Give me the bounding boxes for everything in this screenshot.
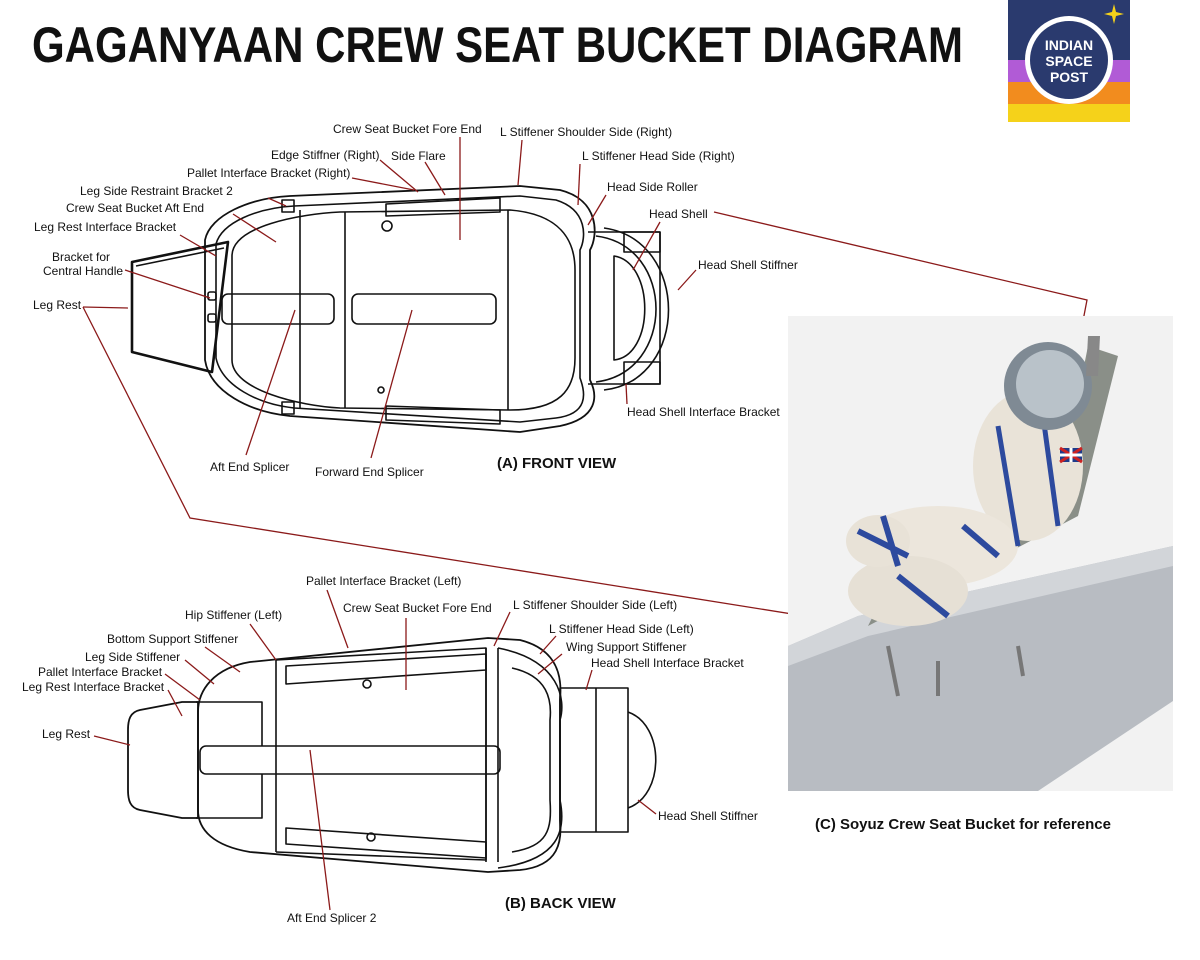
label-front-aft-end: Crew Seat Bucket Aft End — [66, 201, 205, 215]
label-pallet-interface-bracket: Pallet Interface Bracket — [38, 665, 163, 679]
label-side-flare: Side Flare — [391, 149, 446, 163]
indian-space-post-logo: INDIAN SPACE POST — [1008, 0, 1130, 122]
front-view-drawing — [130, 185, 670, 433]
logo-line-2: SPACE — [1045, 53, 1092, 69]
label-forward-end-splicer: Forward End Splicer — [315, 465, 424, 479]
caption-front-view: (A) FRONT VIEW — [497, 455, 617, 472]
label-l-stiffener-head-right: L Stiffener Head Side (Right) — [582, 149, 735, 163]
label-front-head-shell-stiffner: Head Shell Stiffner — [698, 258, 798, 272]
back-view-drawing — [127, 637, 657, 873]
label-central-handle: Central Handle — [43, 264, 124, 278]
label-front-fore-end: Crew Seat Bucket Fore End — [333, 122, 482, 136]
label-front-leg-rest: Leg Rest — [33, 298, 82, 312]
logo-line-3: POST — [1050, 69, 1089, 85]
label-back-head-shell-stiffner: Head Shell Stiffner — [658, 809, 758, 823]
label-bracket-for: Bracket for — [52, 250, 111, 264]
label-head-shell: Head Shell — [649, 207, 708, 221]
label-edge-stiffner-right: Edge Stiffner (Right) — [271, 148, 380, 162]
label-front-head-shell-bracket: Head Shell Interface Bracket — [627, 405, 780, 419]
label-back-leg-rest: Leg Rest — [42, 727, 91, 741]
label-aft-end-splicer: Aft End Splicer — [210, 460, 290, 474]
page-title: GAGANYAAN CREW SEAT BUCKET DIAGRAM — [32, 17, 964, 73]
label-pallet-bracket-right: Pallet Interface Bracket (Right) — [187, 166, 351, 180]
label-wing-support-stiffener: Wing Support Stiffener — [566, 640, 687, 654]
logo-line-1: INDIAN — [1045, 37, 1093, 53]
label-leg-side-stiffener: Leg Side Stiffener — [85, 650, 181, 664]
caption-soyuz-reference: (C) Soyuz Crew Seat Bucket for reference — [815, 816, 1111, 833]
label-bottom-support-stiffener: Bottom Support Stiffener — [107, 632, 239, 646]
label-l-stiffener-shoulder-left: L Stiffener Shoulder Side (Left) — [513, 598, 678, 612]
soyuz-seat-photo — [788, 316, 1173, 791]
caption-back-view: (B) BACK VIEW — [505, 895, 616, 912]
label-back-leg-rest-bracket: Leg Rest Interface Bracket — [22, 680, 165, 694]
label-pallet-bracket-left: Pallet Interface Bracket (Left) — [306, 574, 462, 588]
label-back-fore-end: Crew Seat Bucket Fore End — [343, 601, 492, 615]
label-back-head-shell-bracket: Head Shell Interface Bracket — [591, 656, 744, 670]
label-front-leg-rest-bracket: Leg Rest Interface Bracket — [34, 220, 177, 234]
label-l-stiffener-head-left: L Stiffener Head Side (Left) — [549, 622, 694, 636]
label-leg-side-restraint-2: Leg Side Restraint Bracket 2 — [80, 184, 233, 198]
label-l-stiffener-shoulder-right: L Stiffener Shoulder Side (Right) — [500, 125, 673, 139]
label-aft-end-splicer-2: Aft End Splicer 2 — [287, 911, 377, 925]
label-head-side-roller: Head Side Roller — [607, 180, 698, 194]
label-hip-stiffener-left: Hip Stiffener (Left) — [185, 608, 283, 622]
